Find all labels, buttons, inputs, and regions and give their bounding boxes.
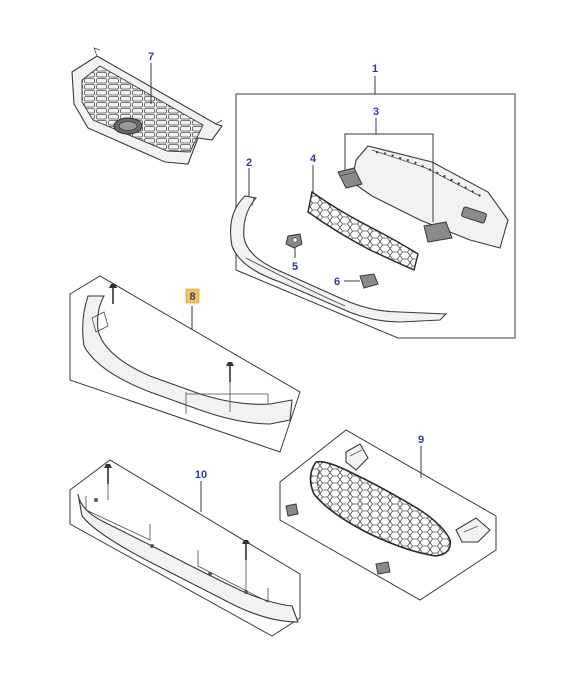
fog-lamp-covers-part-3 (337, 167, 453, 243)
callout-9: 9 (418, 434, 424, 446)
bumper-cover-frame-part-8 (69, 275, 301, 453)
callout-10: 10 (195, 469, 207, 481)
callout-7: 7 (148, 51, 154, 63)
bumper-beam-part-1 (351, 145, 509, 249)
center-grille-part-9 (285, 443, 491, 575)
callout-8-badge (185, 288, 200, 304)
callout-6: 6 (334, 276, 340, 288)
fastener-part-6 (359, 273, 379, 289)
callout-1: 1 (372, 63, 378, 75)
callout-8: 8 (189, 291, 195, 303)
lower-grille-part-4 (307, 190, 419, 271)
upper-grille-part-7 (71, 47, 223, 165)
callout-3: 3 (373, 106, 379, 118)
bumper-lip-part-2 (230, 195, 448, 323)
leader-bracket-3 (344, 133, 434, 222)
callout-4: 4 (310, 153, 317, 165)
clip-part-5 (285, 233, 303, 249)
valance-frame-part-10 (69, 459, 301, 637)
grille-kit-frame-part-9 (279, 429, 497, 601)
screw-icon (104, 464, 112, 500)
callout-5: 5 (292, 261, 298, 273)
screw-icon (242, 540, 250, 590)
bumper-cover-part-8 (82, 295, 293, 425)
callout-2: 2 (246, 157, 252, 169)
screw-icon (109, 284, 117, 304)
screw-icon (226, 362, 234, 412)
lower-valance-part-10 (77, 493, 299, 623)
